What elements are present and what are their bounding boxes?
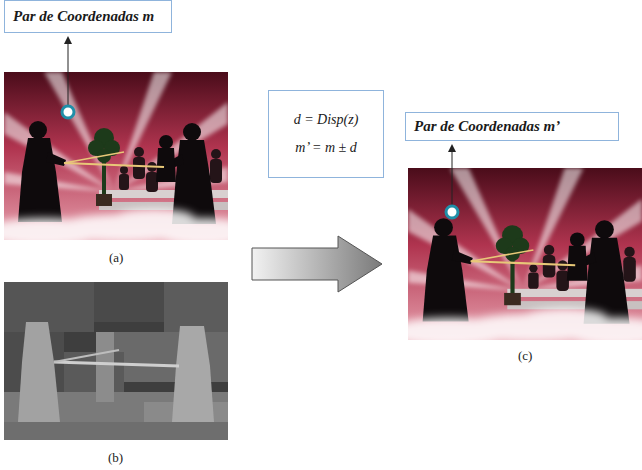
formula-text: d = Disp(z) — [294, 112, 359, 128]
figure-label: (a) — [109, 250, 123, 266]
formula-text: m’ = m ± d — [295, 140, 356, 156]
big-arrow — [252, 236, 382, 292]
box-text: Par de Coordenadas m’ — [414, 118, 560, 135]
formula-box: d = Disp(z) m’ = m ± d — [268, 90, 384, 178]
coordinate-box: Par de Coordenadas m — [4, 0, 172, 33]
box-text: Par de Coordenadas m — [13, 8, 154, 25]
coordinate-box: Par de Coordenadas m’ — [405, 112, 619, 141]
leader-line — [64, 36, 456, 206]
figure-label: (c) — [518, 348, 532, 364]
figure-label: (b) — [108, 450, 123, 466]
depth-map — [4, 282, 228, 440]
point-marker — [62, 106, 458, 218]
